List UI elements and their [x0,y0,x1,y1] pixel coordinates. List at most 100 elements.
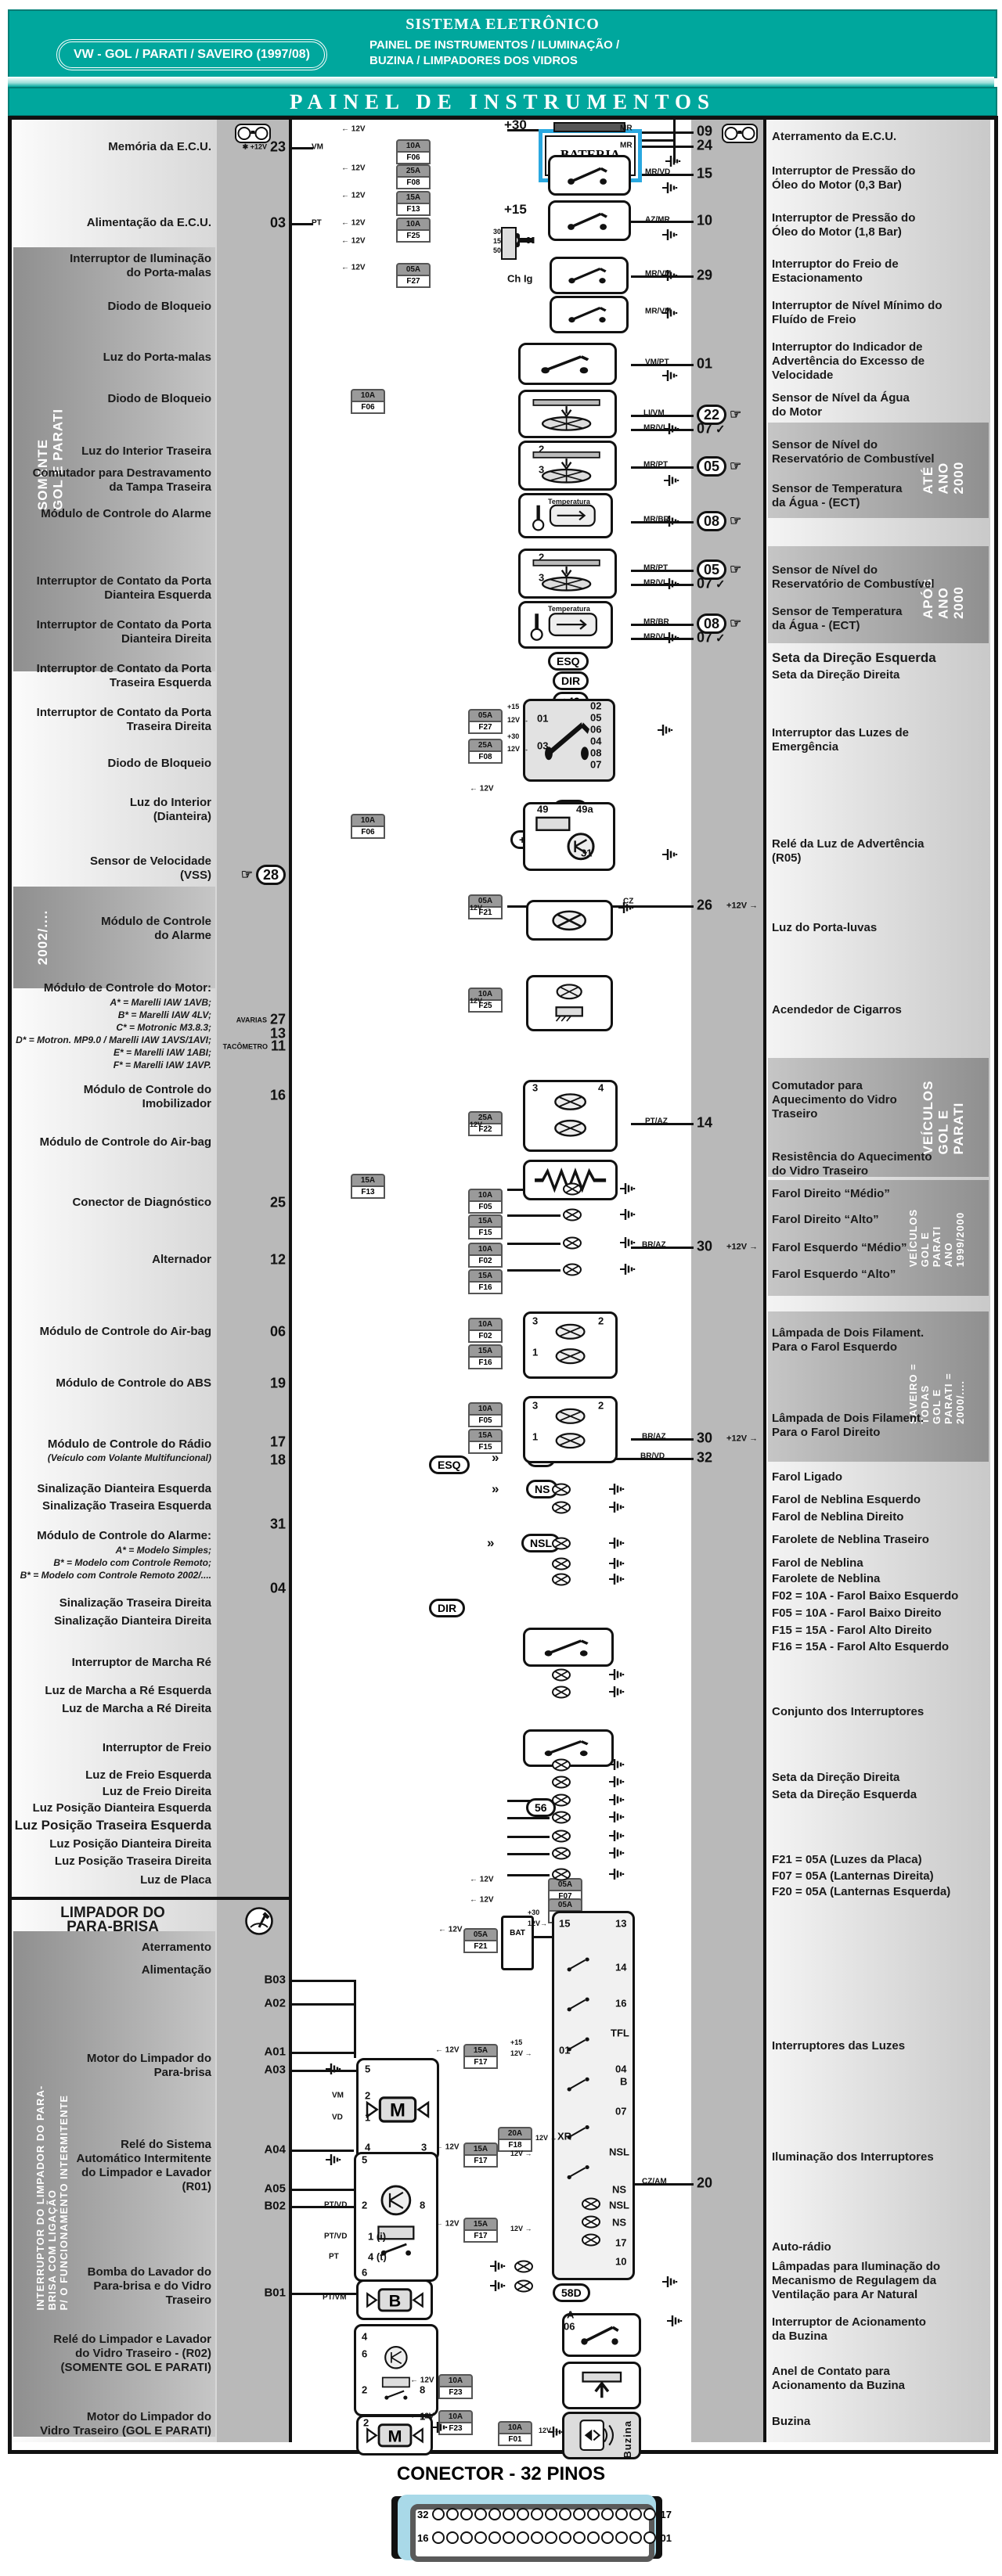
schematic-text: CZ [623,897,634,906]
ground-icon [620,1262,636,1280]
ground-icon [662,847,678,865]
wire [507,1214,560,1217]
connector-pin-05: 05☞ [697,456,741,477]
header-subtitle: PAINEL DE INSTRUMENTOS / ILUMINAÇÃO / BU… [369,38,777,69]
right-label: Farol Esquerdo “Alto” [772,1268,896,1281]
right-label: Seta da Direção Esquerda [772,650,936,665]
left-label: Bomba do Lavador do Para-brisa e do Vidr… [87,2265,211,2307]
wire [548,117,673,120]
schematic-text: 4 [362,2330,368,2343]
right-label: Farol Esquerdo “Médio” [772,1241,907,1254]
ground-icon [326,2062,341,2080]
component-switch [523,699,615,782]
connector-pin-hole [629,2531,643,2544]
svg-text:B: B [388,2290,401,2310]
schematic-text: 2 [363,2416,369,2429]
left-label: Alternador [152,1253,211,1266]
schematic-text: 12V → [470,997,492,1005]
schematic-text: 3 [532,1315,539,1327]
schematic-text: VM [312,142,323,152]
pointing-hand-icon: ☞ [240,867,253,882]
schematic-text: 15 [493,237,502,245]
schematic-text: 12V → [535,2134,557,2142]
ground-icon [664,422,679,440]
wire [631,146,694,148]
schematic-text: 12V → [470,1121,492,1128]
schematic-text: ← 12V [435,2142,460,2152]
connector-pin-hole [601,2531,615,2544]
left-label: Motor do Limpador do Vidro Traseiro (GOL… [40,2410,211,2437]
small-battery-block: BAT [501,1916,534,1970]
connector-pin-22: 22☞ [697,405,741,425]
component-fuel [518,390,617,438]
schematic-text: +30 [528,1909,540,1916]
connector-pin-25: 25 [269,1194,286,1211]
component-switch [518,343,617,385]
ground-icon [609,1572,625,1590]
schematic-text: CZ/AM [642,2177,667,2186]
schematic-text: MR/VM [645,307,672,316]
left-label: Sinalização Traseira Direita [59,1596,211,1610]
schematic-text: B [620,2075,628,2088]
right-label: Farol Ligado [772,1470,842,1484]
ground-icon [609,1482,625,1500]
connector-pin-hole [573,2508,586,2520]
schematic-text: 01 [559,2044,571,2056]
connector-pin-B02: B02 [264,2199,286,2213]
schematic-text: 3 [539,571,545,584]
schematic-text: 4 [598,1081,604,1094]
connector-pin-B01: B01 [264,2286,286,2300]
component-switch [548,155,631,196]
schematic-text: XR [557,2130,572,2142]
component-relay2 [354,2152,438,2282]
wire [631,415,694,417]
component-temp [518,493,613,538]
variant-band: INTERRUPTOR DO LIMPADOR DO PARA-BRISA CO… [13,1931,215,2437]
connector-pin-hole [474,2508,488,2520]
schematic-text: ← 12V [410,2376,434,2385]
schematic-text: ← 12V [470,1875,494,1884]
ground-icon [620,1207,636,1225]
variant-band: VEÍCULOS GOL E PARATI ANO 1999/2000 [768,1180,989,1296]
schematic-text: 12V → [539,2427,560,2434]
ground-icon [432,2420,448,2438]
schematic-text: 50 [493,246,502,254]
connector-pin-hole [488,2508,502,2520]
wire [289,223,313,225]
schematic-text: A [567,2308,575,2321]
left-label: Luz de Freio Direita [102,1785,211,1798]
ground-icon [662,228,678,246]
schematic-text: 6 [362,2266,368,2279]
left-label: Relé do Limpador e Lavador do Vidro Tras… [53,2333,211,2374]
component-relay [523,802,615,871]
lamp-icon [551,1501,571,1518]
lamp-icon [551,1483,571,1500]
connector-pin-hole [446,2531,460,2544]
lamp-icon [581,2233,601,2250]
schematic-text: 2 [365,2089,371,2102]
component-switch [523,1628,614,1667]
schematic-text: 12V → [507,716,529,724]
lamp-icon [551,1811,571,1828]
wire [631,584,694,586]
wire [289,2003,354,2006]
ground-icon [620,1182,636,1200]
connector-pin-hole [615,2508,629,2520]
schematic-text: 4 [365,2141,371,2153]
schematic-text: +30 [504,117,527,132]
connector-pin-14: 14 [697,1114,713,1131]
right-label: Interruptores das Luzes [772,2039,906,2053]
right-label: Relé da Luz de Advertência (R05) [772,837,925,865]
wire [631,521,694,523]
ground-icon [609,1846,625,1864]
left-label: Luz Posição Traseira Esquerda [14,1818,211,1833]
right-label: Farolete de Neblina [772,1572,881,1585]
lamp-icon [562,1263,582,1280]
connector-pin-A05: A05 [264,2182,286,2196]
ground-icon [609,1775,625,1793]
